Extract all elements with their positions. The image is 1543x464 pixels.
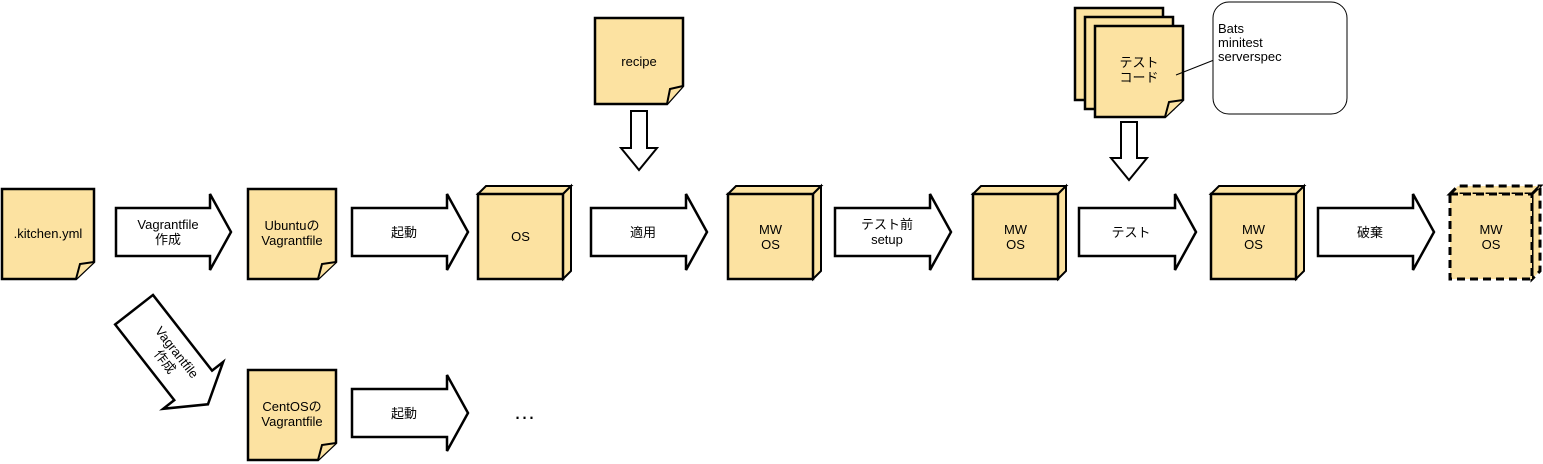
kitchen-yml-document (0, 187, 96, 281)
mw-os-cube-destroyed (1446, 182, 1543, 283)
ubuntu-vagrantfile-label: Ubuntuの Vagrantfile (261, 218, 323, 248)
arrow-apply (589, 193, 709, 271)
mw-os-cube-2 (970, 183, 1069, 282)
kitchen-yml-label: .kitchen.yml (13, 225, 83, 241)
recipe-label: recipe (621, 53, 657, 69)
recipe-down-arrow (618, 110, 660, 172)
boot-label-1: 起動 (390, 224, 417, 240)
vagrantfile-create-label: Vagrantfile 作成 (137, 217, 199, 247)
os-cube (475, 183, 574, 282)
os-label: OS (511, 229, 530, 244)
mw-os-cube-1 (725, 183, 824, 282)
test-frameworks-callout (1175, 1, 1348, 115)
test-frameworks-text: Bats minitest serverspec (1218, 21, 1282, 64)
mw-os-cube-3 (1208, 183, 1307, 282)
mw-os-label-1: MW OS (758, 221, 783, 252)
ubuntu-vagrantfile-document (246, 187, 338, 281)
pre-test-setup-label: テスト前 setup (860, 217, 913, 247)
test-code-stack (1073, 6, 1185, 119)
arrow-test (1077, 193, 1198, 271)
arrow-vagrantfile-create-diag (113, 293, 226, 411)
apply-label: 適用 (629, 224, 656, 240)
test-label: テスト (1111, 224, 1151, 240)
mw-os-label-4: MW OS (1479, 221, 1503, 252)
arrow-pre-test-setup (833, 193, 953, 271)
mw-os-label-2: MW OS (1003, 221, 1028, 252)
recipe-document (593, 16, 685, 106)
mw-os-label-3: MW OS (1241, 221, 1266, 252)
centos-vagrantfile-label: CentOSの Vagrantfile (261, 399, 323, 429)
arrow-destroy (1316, 193, 1436, 271)
arrow-vagrantfile-create (114, 193, 233, 271)
test-code-label: テスト コード (1119, 55, 1159, 85)
centos-vagrantfile-document (246, 368, 338, 462)
ellipsis: … (513, 398, 537, 424)
destroy-label: 破棄 (1356, 224, 1383, 240)
test-code-down-arrow (1108, 121, 1150, 182)
arrow-boot-2 (350, 374, 470, 452)
boot-label-2: 起動 (390, 405, 417, 421)
arrow-boot-1 (350, 193, 470, 271)
